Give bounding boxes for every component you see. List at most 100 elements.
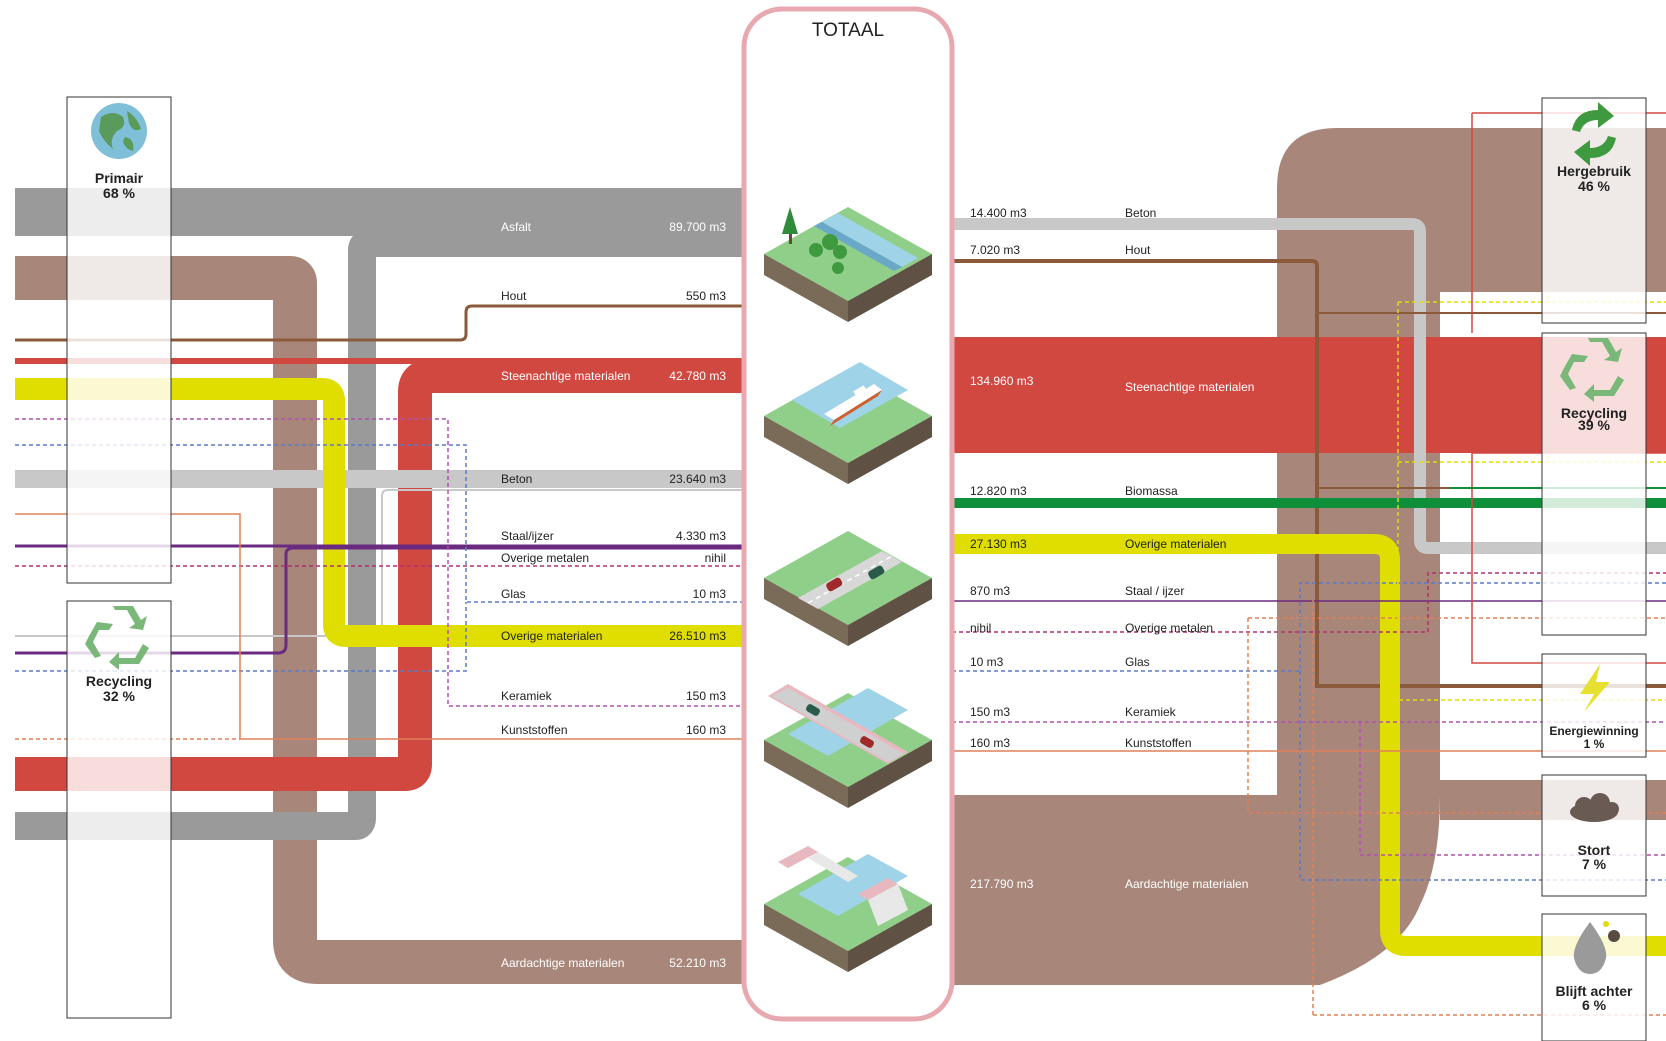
output-value: 10 m3 bbox=[970, 655, 1004, 669]
output-label: Beton bbox=[1125, 206, 1156, 220]
output-staal: 870 m3 Staal / ijzer bbox=[970, 584, 1184, 598]
dest-blijft-percent: 6 % bbox=[1582, 997, 1607, 1013]
flow-out-beton bbox=[952, 218, 1666, 554]
output-label: Steenachtige materialen bbox=[1125, 380, 1254, 394]
input-label: Hout bbox=[501, 289, 527, 303]
output-steen: 134.960 m3 Steenachtige materialen bbox=[970, 374, 1254, 394]
output-glas: 10 m3 Glas bbox=[970, 655, 1150, 669]
waterway-boat-icon bbox=[764, 362, 932, 484]
dest-recycling-percent: 39 % bbox=[1578, 417, 1610, 433]
input-label: Steenachtige materialen bbox=[501, 369, 630, 383]
output-label: Aardachtige materialen bbox=[1125, 877, 1248, 891]
input-label: Kunststoffen bbox=[501, 723, 568, 737]
flow-in-glas bbox=[15, 444, 745, 603]
output-label: Keramiek bbox=[1125, 705, 1177, 719]
input-label: Glas bbox=[501, 587, 526, 601]
output-value: 7.020 m3 bbox=[970, 243, 1020, 257]
output-value: 134.960 m3 bbox=[970, 374, 1034, 388]
flow-in-staal-recycled bbox=[15, 546, 745, 655]
flow-in-keramiek bbox=[15, 418, 745, 707]
recycle-icon bbox=[1560, 338, 1624, 402]
input-kunststof: Kunststoffen 160 m3 bbox=[501, 723, 726, 737]
recycle-icon bbox=[85, 606, 149, 670]
dest-stort-percent: 7 % bbox=[1582, 856, 1607, 872]
flow-out-hout bbox=[952, 259, 1666, 688]
output-aardachtig: 217.790 m3 Aardachtige materialen bbox=[970, 877, 1248, 891]
output-value: 870 m3 bbox=[970, 584, 1010, 598]
output-hout: 7.020 m3 Hout bbox=[970, 243, 1151, 257]
dest-recycling: Recycling 39 % bbox=[1541, 332, 1647, 636]
input-overige-metalen: Overige metalen nihil bbox=[501, 551, 726, 565]
output-value: 14.400 m3 bbox=[970, 206, 1027, 220]
flow-out-overig bbox=[952, 534, 1666, 956]
source-primair-label: Primair bbox=[95, 170, 144, 186]
output-keramiek: 150 m3 Keramiek bbox=[970, 705, 1177, 719]
dest-hergebruik: Hergebruik 46 % bbox=[1541, 97, 1647, 324]
input-keramiek: Keramiek 150 m3 bbox=[501, 689, 726, 703]
drop-icon bbox=[1573, 921, 1620, 974]
flow-out-kunststof-b bbox=[1247, 617, 1666, 814]
input-value: 4.330 m3 bbox=[676, 529, 726, 543]
input-labels: Asfalt 89.700 m3 Hout 550 m3 Steenachtig… bbox=[501, 220, 726, 970]
dest-stort: Stort 7 % bbox=[1541, 774, 1647, 897]
input-value: 42.780 m3 bbox=[669, 369, 726, 383]
flow-in-hout bbox=[15, 304, 745, 342]
globe-icon bbox=[91, 103, 147, 159]
output-kunststof: 160 m3 Kunststoffen bbox=[970, 736, 1192, 750]
cloud-icon bbox=[1570, 793, 1619, 822]
output-label: Overige metalen bbox=[1125, 621, 1213, 635]
input-label: Keramiek bbox=[501, 689, 553, 703]
input-value: 550 m3 bbox=[686, 289, 726, 303]
input-label: Overige materialen bbox=[501, 629, 602, 643]
source-recycling-percent: 32 % bbox=[103, 688, 135, 704]
dest-recycling-label: Recycling bbox=[1561, 405, 1627, 421]
source-primair: Primair 68 % bbox=[66, 96, 172, 584]
input-label: Aardachtige materialen bbox=[501, 956, 624, 970]
input-value: 23.640 m3 bbox=[669, 472, 726, 486]
output-value: 12.820 m3 bbox=[970, 484, 1027, 498]
flow-out-aardachtig bbox=[952, 128, 1666, 985]
source-primair-percent: 68 % bbox=[103, 185, 135, 201]
output-beton: 14.400 m3 Beton bbox=[970, 206, 1156, 220]
input-value: 10 m3 bbox=[693, 587, 727, 601]
input-hout: Hout 550 m3 bbox=[501, 289, 726, 303]
output-value: nihil bbox=[970, 621, 991, 635]
output-value: 217.790 m3 bbox=[970, 877, 1034, 891]
output-label: Overige materialen bbox=[1125, 537, 1226, 551]
total-title: TOTAAL bbox=[812, 20, 884, 41]
bridge-icon bbox=[764, 684, 932, 808]
input-steen: Steenachtige materialen 42.780 m3 bbox=[501, 369, 726, 383]
output-biomassa: 12.820 m3 Biomassa bbox=[970, 484, 1178, 498]
input-overig: Overige materialen 26.510 m3 bbox=[501, 629, 726, 643]
input-value: 26.510 m3 bbox=[669, 629, 726, 643]
output-overige-metalen: nihil Overige metalen bbox=[970, 621, 1213, 635]
input-value: 89.700 m3 bbox=[669, 220, 726, 234]
output-label: Hout bbox=[1125, 243, 1151, 257]
input-aardachtig: Aardachtige materialen 52.210 m3 bbox=[501, 956, 726, 970]
flow-in-aardachtig bbox=[15, 256, 745, 984]
dest-stort-label: Stort bbox=[1578, 842, 1611, 858]
output-value: 160 m3 bbox=[970, 736, 1010, 750]
input-glas: Glas 10 m3 bbox=[501, 587, 726, 601]
dest-energie-label: Energiewinning bbox=[1549, 724, 1638, 738]
output-label: Biomassa bbox=[1125, 484, 1178, 498]
input-value: 52.210 m3 bbox=[669, 956, 726, 970]
dest-hergebruik-label: Hergebruik bbox=[1557, 163, 1631, 179]
road-cars-icon bbox=[764, 531, 932, 646]
output-label: Staal / ijzer bbox=[1125, 584, 1184, 598]
dest-blijft: Blijft achter 6 % bbox=[1541, 913, 1647, 1041]
input-value: nihil bbox=[705, 551, 726, 565]
output-value: 27.130 m3 bbox=[970, 537, 1027, 551]
reuse-arrows-icon bbox=[1572, 102, 1616, 166]
source-recycling-label: Recycling bbox=[86, 673, 152, 689]
total-panel: TOTAAL bbox=[741, 6, 955, 1022]
input-staal: Staal/ijzer 4.330 m3 bbox=[501, 529, 726, 543]
input-asfalt: Asfalt 89.700 m3 bbox=[501, 220, 726, 234]
input-value: 160 m3 bbox=[686, 723, 726, 737]
dest-energie: Energiewinning 1 % bbox=[1541, 653, 1647, 758]
input-label: Asfalt bbox=[501, 220, 532, 234]
output-overig: 27.130 m3 Overige materialen bbox=[970, 537, 1226, 551]
flow-in-steen bbox=[15, 359, 745, 791]
lightning-icon bbox=[1580, 664, 1610, 712]
